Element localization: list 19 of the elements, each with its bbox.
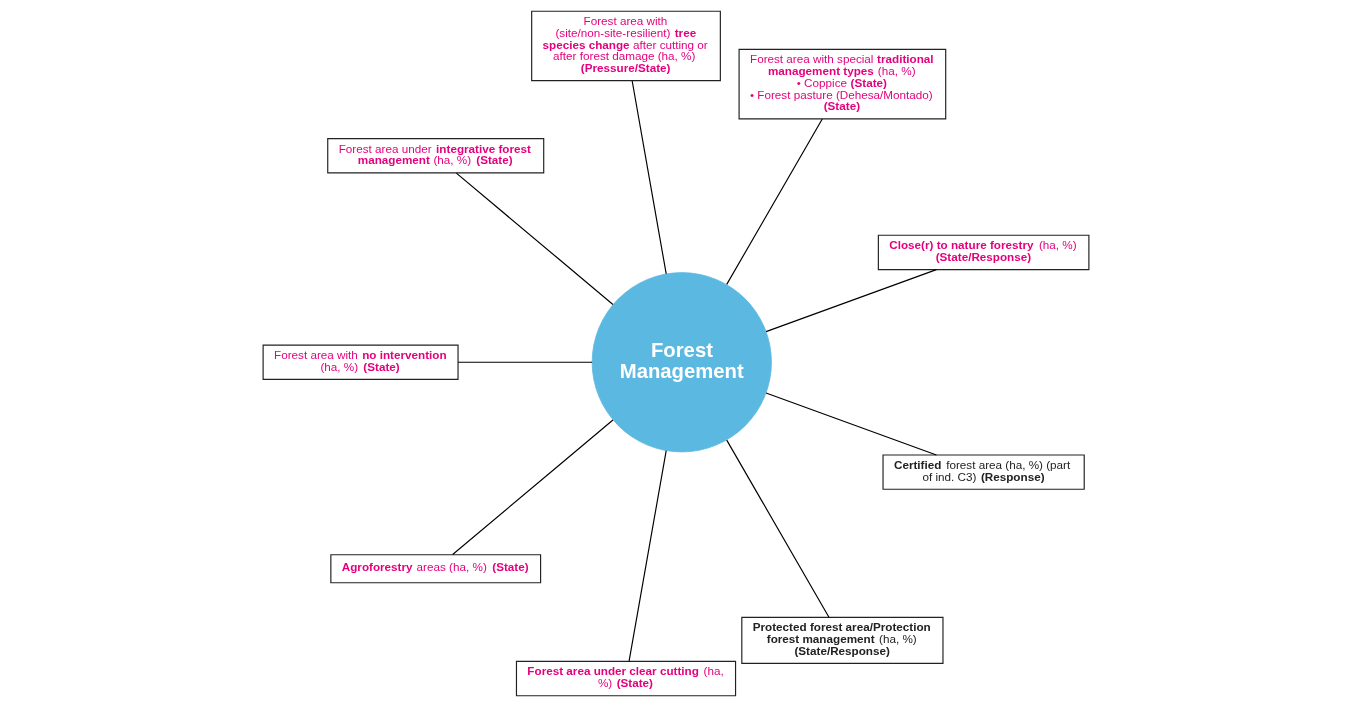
connector	[631, 80, 667, 275]
node-circle: Forest Management	[591, 272, 772, 453]
connector	[765, 392, 937, 456]
connector	[628, 450, 667, 662]
connector	[455, 172, 614, 306]
connector	[726, 118, 823, 285]
node-box: Agroforestry areas (ha, %) (State)	[330, 554, 542, 584]
node-box: Forest area with (site/non-site-resilient) tree species change after cutting or after forest damage (ha, %) (Pressure/State)	[531, 10, 721, 82]
node-box: Forest area with special traditional management types (ha, %) • Coppice (State) • Forest pasture (Dehesa/Montado) (State)	[738, 48, 947, 120]
node-box: Forest area under clear cutting (ha, %) (State)	[515, 660, 737, 697]
node-box: Certified forest area (ha, %) (part of ind. C3) (Response)	[882, 454, 1085, 490]
connector	[726, 439, 830, 618]
connector	[765, 269, 937, 333]
node-box: Close(r) to nature forestry (ha, %) (State/Response)	[877, 234, 1090, 271]
node-box: Forest area with no intervention (ha, %) (State)	[262, 344, 459, 380]
connector	[457, 361, 593, 363]
node-box: Protected forest area/Protection forest management (ha, %) (State/Response)	[741, 616, 944, 665]
connector	[452, 419, 614, 556]
node-box: Forest area under integrative forest management (ha, %) (State)	[327, 138, 545, 174]
